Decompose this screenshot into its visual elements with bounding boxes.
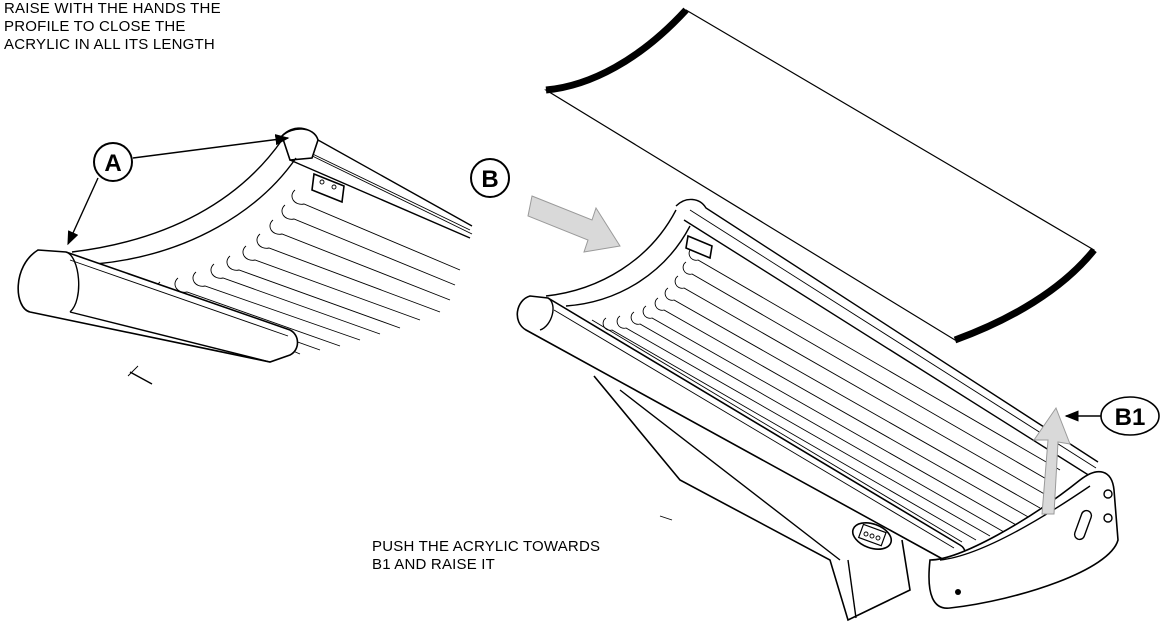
step-b-instructions: PUSH THE ACRYLIC TOWARDS B1 AND RAISE IT xyxy=(372,538,600,574)
step-a-instructions: RAISE WITH THE HANDS THE PROFILE TO CLOS… xyxy=(4,0,221,54)
right-tube-set xyxy=(591,247,1061,543)
lift-arrow xyxy=(1033,406,1071,515)
left-bed-closeup xyxy=(17,127,473,385)
step-a-line-3: ACRYLIC IN ALL ITS LENGTH xyxy=(4,36,215,53)
callout-b1: B1 xyxy=(1064,396,1160,436)
bed-unit xyxy=(516,198,1119,622)
push-arrow xyxy=(527,195,621,253)
callout-b: B xyxy=(470,158,510,198)
callout-a-label: A xyxy=(104,150,121,177)
callout-b1-label: B1 xyxy=(1115,404,1146,431)
step-b-line-2: B1 AND RAISE IT xyxy=(372,556,496,573)
step-a-line-2: PROFILE TO CLOSE THE xyxy=(4,18,186,35)
control-panel xyxy=(851,522,893,550)
callout-b-label: B xyxy=(481,166,498,193)
step-b-line-1: PUSH THE ACRYLIC TOWARDS xyxy=(372,538,601,555)
callout-a: A xyxy=(67,134,290,246)
acrylic-sheet xyxy=(544,7,1097,344)
step-a-line-1: RAISE WITH THE HANDS THE xyxy=(4,0,221,17)
